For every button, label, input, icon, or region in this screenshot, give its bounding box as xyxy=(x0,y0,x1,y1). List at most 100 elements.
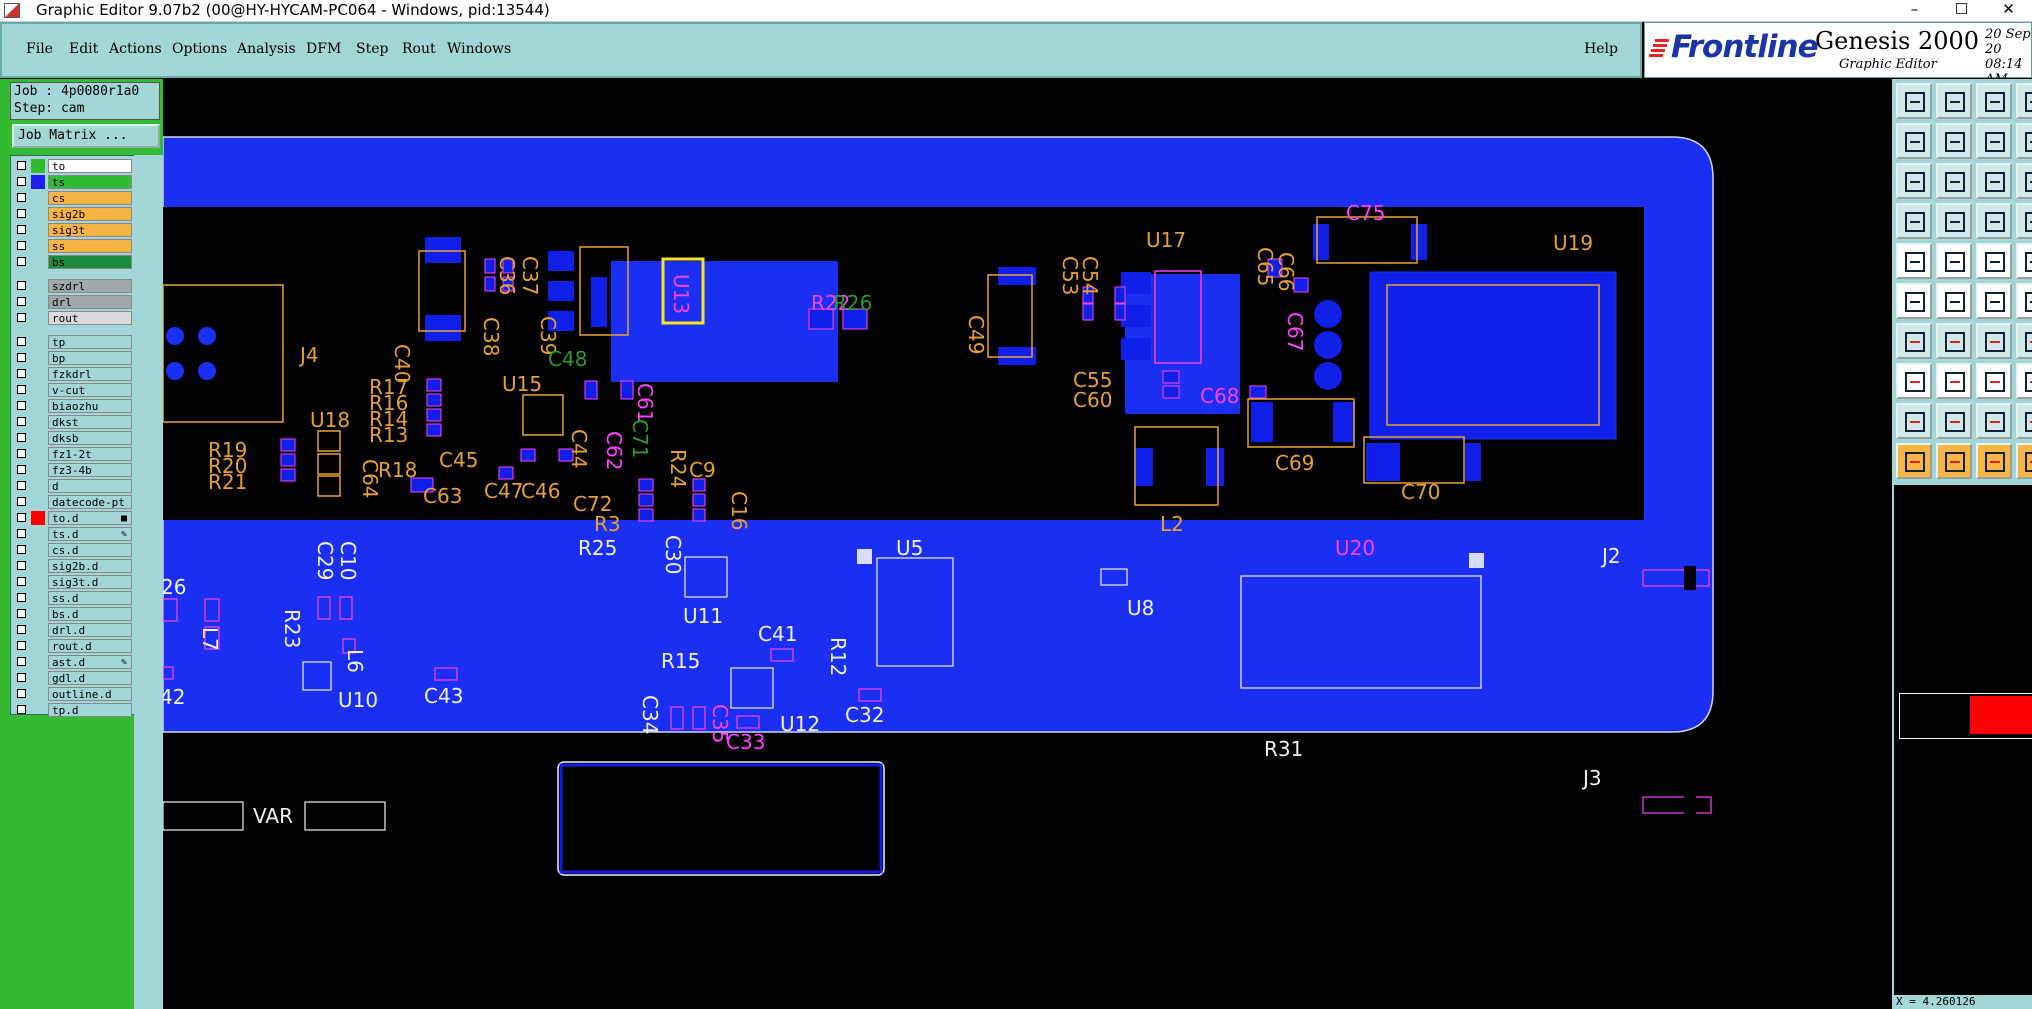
layer-row-to.d[interactable]: to.d■ xyxy=(13,511,133,525)
maximize-button[interactable]: ☐ xyxy=(1954,0,1969,18)
layer-checkbox[interactable] xyxy=(17,337,26,346)
layer-name[interactable]: bs xyxy=(48,255,132,269)
layer-checkbox[interactable] xyxy=(17,177,26,186)
layer-color-swatch[interactable] xyxy=(31,543,45,557)
draw-line-tool-button[interactable] xyxy=(1896,323,1932,359)
menu-step[interactable]: Step xyxy=(356,41,389,57)
layer-color-swatch[interactable] xyxy=(31,639,45,653)
layer-name[interactable]: fz3-4b xyxy=(48,463,132,477)
ruler-tool-button[interactable] xyxy=(2016,163,2032,199)
layer-color-swatch[interactable] xyxy=(31,223,45,237)
layer-checkbox[interactable] xyxy=(17,513,26,522)
layer-name[interactable]: fz1-2t xyxy=(48,447,132,461)
layer-color-swatch[interactable] xyxy=(31,431,45,445)
layer-color-swatch[interactable] xyxy=(31,311,45,325)
layer-split-tool-button[interactable] xyxy=(1976,203,2012,239)
menu-actions[interactable]: Actions xyxy=(109,41,162,57)
layer-color-swatch[interactable] xyxy=(31,463,45,477)
layer-name[interactable]: ss.d xyxy=(48,591,132,605)
layer-color-swatch[interactable] xyxy=(31,295,45,309)
menu-rout[interactable]: Rout xyxy=(402,41,436,57)
bracket-tool-button[interactable] xyxy=(2016,323,2032,359)
layer-name[interactable]: d xyxy=(48,479,132,493)
layer-row-ts.d[interactable]: ts.d✎ xyxy=(13,527,133,541)
measure-tool-button[interactable] xyxy=(1976,243,2012,279)
layer-color-swatch[interactable] xyxy=(31,207,45,221)
menu-help[interactable]: Help xyxy=(1584,41,1618,57)
layer-checkbox[interactable] xyxy=(17,257,26,266)
zoom-in-tool-button[interactable] xyxy=(1896,123,1932,159)
net-tool-button[interactable] xyxy=(1896,283,1932,319)
layer-color-swatch[interactable] xyxy=(31,159,45,173)
layer-checkbox[interactable] xyxy=(17,209,26,218)
layer-checkbox[interactable] xyxy=(17,689,26,698)
layer-checkbox[interactable] xyxy=(17,353,26,362)
layer-name[interactable]: to.d■ xyxy=(48,511,132,525)
layer-name[interactable]: drl.d xyxy=(48,623,132,637)
layer-name[interactable]: outline.d xyxy=(48,687,132,701)
layer-name[interactable]: szdrl xyxy=(48,279,132,293)
triangle-tool-button[interactable] xyxy=(1896,403,1932,439)
layer-color-swatch[interactable] xyxy=(31,687,45,701)
layer-color-swatch[interactable] xyxy=(31,367,45,381)
line-tool-tool-button[interactable] xyxy=(2016,243,2032,279)
save-tool-button[interactable] xyxy=(1936,83,1972,119)
zoom-window-tool-button[interactable] xyxy=(1896,163,1932,199)
layer-checkbox[interactable] xyxy=(17,641,26,650)
snap-tool-button[interactable] xyxy=(1896,243,1932,279)
layer-row-rout[interactable]: rout xyxy=(13,311,133,325)
layer-row-bs[interactable]: bs xyxy=(13,255,133,269)
menu-analysis[interactable]: Analysis xyxy=(237,41,296,57)
layer-name[interactable]: sig3t.d xyxy=(48,575,132,589)
layer-name[interactable]: datecode-pt xyxy=(48,495,132,509)
layer-name[interactable]: dksb xyxy=(48,431,132,445)
layer-row-drl.d[interactable]: drl.d xyxy=(13,623,133,637)
layer-name[interactable]: ts.d✎ xyxy=(48,527,132,541)
layer-name[interactable]: fzkdrl xyxy=(48,367,132,381)
layer-checkbox[interactable] xyxy=(17,673,26,682)
layer-checkbox[interactable] xyxy=(17,609,26,618)
layer-color-swatch[interactable] xyxy=(31,495,45,509)
layer-checkbox[interactable] xyxy=(17,225,26,234)
layer-color-swatch[interactable] xyxy=(31,527,45,541)
layer-name[interactable]: tp xyxy=(48,335,132,349)
layer-name[interactable]: dkst xyxy=(48,415,132,429)
layer-row-bs.d[interactable]: bs.d xyxy=(13,607,133,621)
layer-color-swatch[interactable] xyxy=(31,239,45,253)
job-matrix-button[interactable]: Job Matrix ... xyxy=(12,124,160,148)
align-tool-button[interactable] xyxy=(1976,363,2012,399)
layer-checkbox[interactable] xyxy=(17,561,26,570)
layer-color-swatch[interactable] xyxy=(31,575,45,589)
layer-name[interactable]: ss xyxy=(48,239,132,253)
cursor-tool-button[interactable] xyxy=(1896,443,1932,479)
layer-name[interactable]: drl xyxy=(48,295,132,309)
layer-row-ts[interactable]: ts xyxy=(13,175,133,189)
layer-checkbox[interactable] xyxy=(17,657,26,666)
layer-color-swatch[interactable] xyxy=(31,175,45,189)
triangle2-tool-button[interactable] xyxy=(1936,403,1972,439)
layer-row-tp.d[interactable]: tp.d xyxy=(13,703,133,717)
step-tool-button[interactable] xyxy=(2016,83,2032,119)
layer-checkbox[interactable] xyxy=(17,529,26,538)
layer-color-swatch[interactable] xyxy=(31,623,45,637)
layer-color-swatch[interactable] xyxy=(31,703,45,717)
layer-color-swatch[interactable] xyxy=(31,335,45,349)
layer-color-swatch[interactable] xyxy=(31,447,45,461)
minimize-button[interactable]: – xyxy=(1910,0,1919,18)
layer-row-dkst[interactable]: dkst xyxy=(13,415,133,429)
grid-tool-button[interactable] xyxy=(1936,203,1972,239)
zoom-center-tool-button[interactable] xyxy=(1936,163,1972,199)
layer-row-d[interactable]: d xyxy=(13,479,133,493)
layer-checkbox[interactable] xyxy=(17,161,26,170)
layer-name[interactable]: v-cut xyxy=(48,383,132,397)
layer-checkbox[interactable] xyxy=(17,545,26,554)
layer-row-sig2b.d[interactable]: sig2b.d xyxy=(13,559,133,573)
layer-color-swatch[interactable] xyxy=(31,383,45,397)
layer-row-drl[interactable]: drl xyxy=(13,295,133,309)
layer-row-rout.d[interactable]: rout.d xyxy=(13,639,133,653)
layer-color-swatch[interactable] xyxy=(31,415,45,429)
open-tool-button[interactable] xyxy=(1896,83,1932,119)
triangle4-tool-button[interactable] xyxy=(2016,403,2032,439)
